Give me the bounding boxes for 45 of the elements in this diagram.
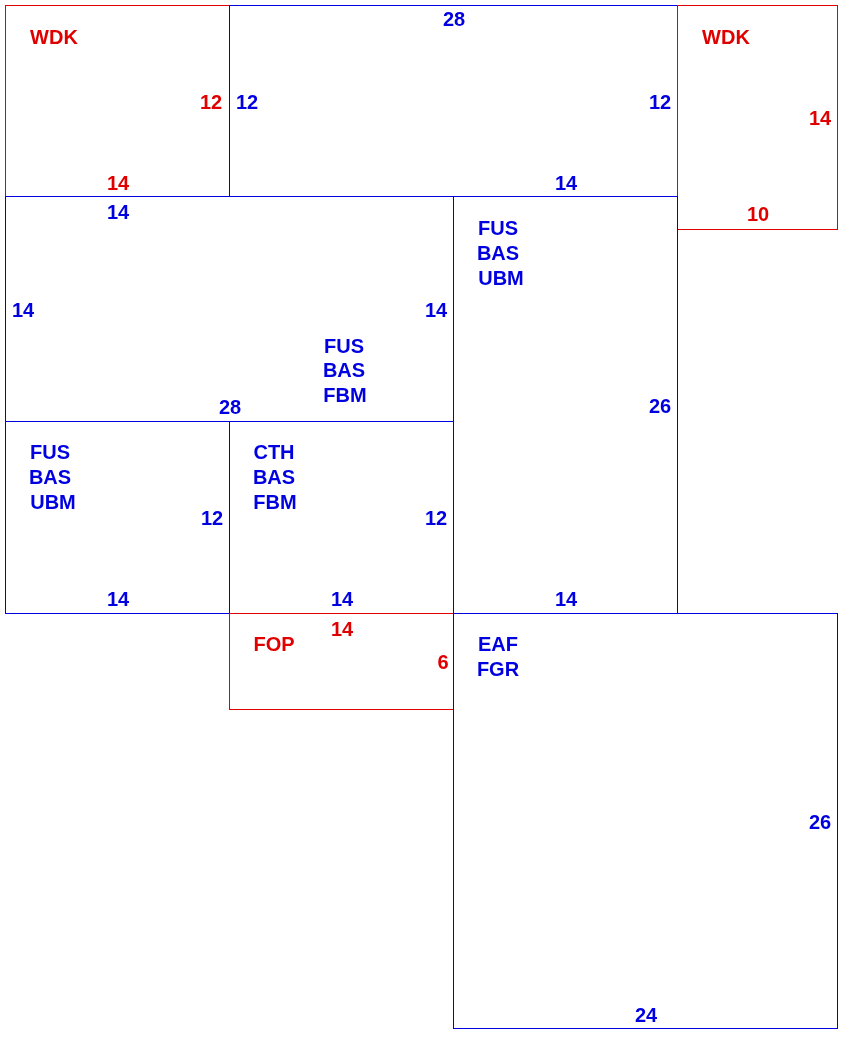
dimension-label: 14 — [106, 202, 130, 222]
dimension-label: 14 — [808, 108, 832, 128]
room-outline — [453, 613, 838, 1029]
room-outline — [677, 5, 838, 230]
room-code: FUS — [30, 442, 70, 462]
room-code: EAF — [478, 634, 518, 654]
dimension-label: 14 — [106, 589, 130, 609]
room-code: FBM — [253, 492, 297, 512]
room-code: FBM — [323, 385, 367, 405]
dimension-label: 6 — [437, 652, 449, 672]
room-outline — [229, 613, 454, 710]
dimension-label: 28 — [442, 9, 466, 29]
dimension-label: 14 — [11, 300, 35, 320]
room-code: BAS — [252, 467, 296, 487]
dimension-label: 12 — [199, 92, 223, 112]
room-code: FGR — [476, 659, 520, 679]
dimension-label: 12 — [424, 508, 448, 528]
dimension-label: 26 — [808, 812, 832, 832]
room-code: FUS — [324, 336, 364, 356]
dimension-label: 12 — [648, 92, 672, 112]
dimension-label: 14 — [330, 589, 354, 609]
dimension-label: 14 — [424, 300, 448, 320]
dimension-label: 14 — [554, 173, 578, 193]
room-code: UBM — [478, 268, 524, 288]
dimension-label: 14 — [106, 173, 130, 193]
room-code: BAS — [28, 467, 72, 487]
room-code: WDK — [702, 27, 750, 47]
room-code: FOP — [253, 634, 295, 654]
room-code: FUS — [478, 218, 518, 238]
room-code: BAS — [322, 360, 366, 380]
dimension-label: 10 — [746, 204, 770, 224]
dimension-label: 14 — [554, 589, 578, 609]
dimension-label: 12 — [235, 92, 259, 112]
room-code: CTH — [253, 442, 295, 462]
dimension-label: 26 — [648, 396, 672, 416]
room-outline — [229, 5, 678, 197]
dimension-label: 12 — [200, 508, 224, 528]
dimension-label: 28 — [218, 397, 242, 417]
room-code: BAS — [476, 243, 520, 263]
room-outline — [5, 5, 230, 197]
room-code: UBM — [30, 492, 76, 512]
room-code: WDK — [30, 27, 78, 47]
room-outline — [5, 421, 230, 614]
dimension-label: 14 — [330, 619, 354, 639]
dimension-label: 24 — [634, 1005, 658, 1025]
